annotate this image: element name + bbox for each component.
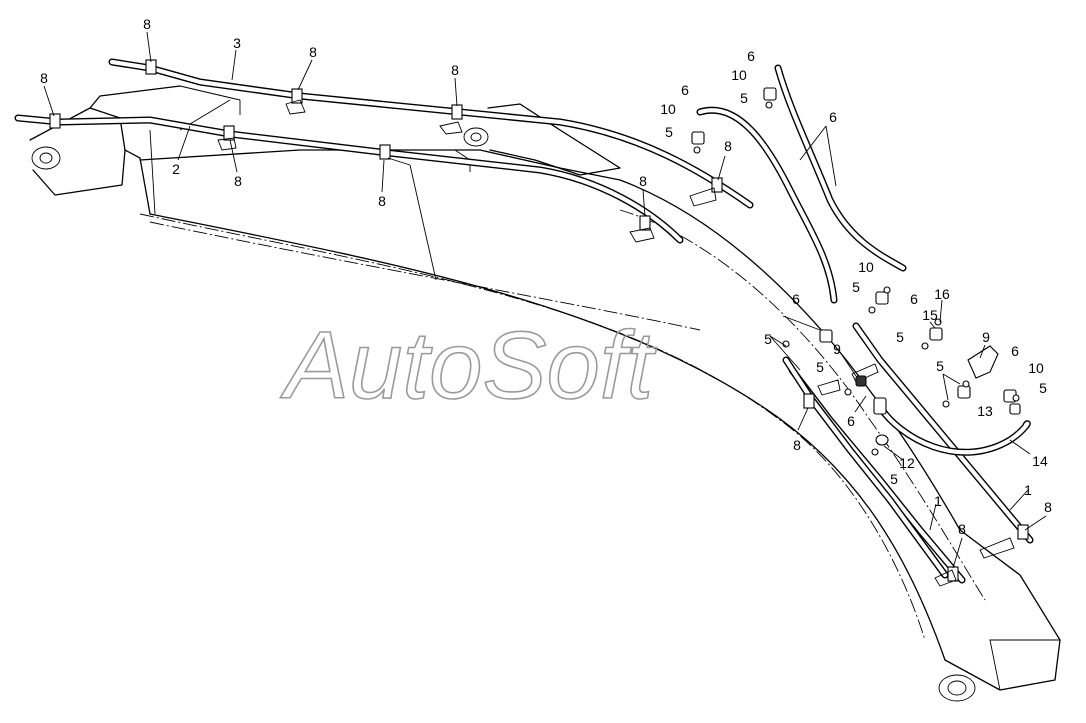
callout-5: 5 [764,331,772,347]
callout-4: 6 [829,109,837,125]
callout-8: 8 [40,70,48,86]
callout-8: 8 [143,16,151,32]
callout-9: 9 [833,341,841,357]
callout-5: 5 [816,359,824,375]
callout-8: 8 [309,44,317,60]
callout-6: 6 [910,291,918,307]
callout-5: 5 [1039,380,1047,396]
callout-8: 8 [378,193,386,209]
callout-15: 15 [922,307,938,323]
pipe-14 [874,400,1031,456]
callout-8: 8 [793,437,801,453]
callout-5: 5 [665,124,673,140]
boom-structure [29,85,1061,702]
callout-6: 6 [681,82,689,98]
callout-8: 8 [451,62,459,78]
callout-8: 8 [234,173,242,189]
callout-14: 14 [1032,453,1048,469]
callout-5: 5 [852,279,860,295]
callout-labels: 8 3 8 8 8 2 8 8 8 8 6 6 10 5 6 10 5 10 5… [40,16,1052,537]
callout-6: 6 [1011,343,1019,359]
callout-8: 8 [1044,499,1052,515]
callout-10: 10 [858,259,874,275]
callout-2: 2 [172,161,180,177]
watermark-text: AutoSoft [280,312,657,419]
pipe-2 [14,114,684,244]
callout-8: 8 [724,138,732,154]
callout-5: 5 [936,358,944,374]
callout-16: 16 [934,286,950,302]
callout-13: 12 [899,455,915,471]
fittings [691,87,1021,456]
callout-3: 3 [233,35,241,51]
callout-6: 6 [747,48,755,64]
callout-1: 1 [934,493,942,509]
pipe-1-right [852,322,1034,544]
callout-10: 10 [1028,360,1044,376]
callout-1: 1 [1024,482,1032,498]
callout-8: 8 [958,521,966,537]
callout-10: 10 [660,101,676,117]
pipe-1-left [782,356,966,584]
callout-6: 6 [792,291,800,307]
callout-12: 13 [977,403,993,419]
callout-5: 5 [740,90,748,106]
callout-11: 9 [982,329,990,345]
callout-5: 5 [896,329,904,345]
leader-lines [43,31,1047,569]
callout-5: 5 [890,471,898,487]
callout-10: 10 [731,67,747,83]
callout-8: 8 [639,173,647,189]
pipe-4 [696,64,907,304]
callout-6: 6 [847,413,855,429]
